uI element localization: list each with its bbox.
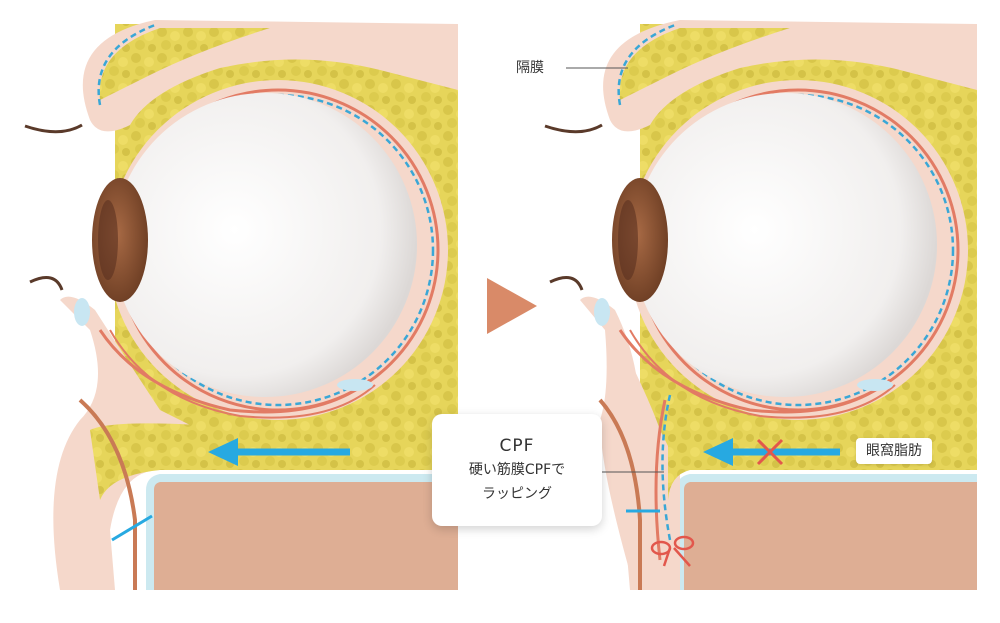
lower-eyelash bbox=[29, 276, 64, 291]
lower-retractor-2 bbox=[629, 329, 896, 419]
lower-eyelid-body bbox=[610, 320, 680, 590]
callout-title: CPF bbox=[499, 436, 535, 456]
lower-retractor bbox=[618, 329, 891, 414]
lower-gland-right bbox=[857, 379, 893, 391]
lower-gland bbox=[74, 298, 90, 326]
bone-membrane bbox=[146, 474, 458, 590]
lower-fat-pocket bbox=[90, 423, 440, 500]
cpf-advance-line bbox=[654, 399, 667, 561]
upper-eyelash bbox=[544, 123, 603, 134]
callout-line-1: 硬い筋膜CPFで bbox=[468, 462, 566, 478]
lower-gland-right bbox=[337, 379, 373, 391]
suture-bow-icon bbox=[650, 535, 695, 567]
left-panel bbox=[24, 20, 459, 590]
callout-line-2: ラッピング bbox=[482, 486, 552, 502]
orbital-fat-label: 眼窩脂肪 bbox=[856, 438, 932, 464]
lower-eyelash bbox=[549, 276, 584, 291]
septum-tick bbox=[111, 514, 153, 542]
lower-muscle-line bbox=[598, 398, 642, 590]
septum-line-upper bbox=[97, 23, 156, 106]
transition-arrow bbox=[487, 278, 537, 334]
right-panel bbox=[544, 20, 977, 590]
upper-fat-pocket bbox=[619, 28, 790, 100]
lower-retractor bbox=[98, 329, 371, 414]
fat-push-arrow-head bbox=[208, 438, 238, 466]
upper-eyelash bbox=[24, 123, 83, 134]
cpf-callout: CPF 硬い筋膜CPFで ラッピング bbox=[432, 414, 602, 526]
orbital-bone bbox=[680, 480, 977, 590]
orbital-bone bbox=[150, 480, 458, 590]
eyeball bbox=[633, 93, 937, 397]
fat-push-arrow-head bbox=[703, 438, 733, 466]
blocked-x-icon bbox=[756, 438, 784, 466]
upper-fat-pocket bbox=[99, 28, 271, 100]
septum-line-upper bbox=[617, 23, 676, 106]
lower-gland bbox=[594, 298, 610, 326]
septum-label: 隔膜 bbox=[516, 60, 544, 76]
lower-retractor-2 bbox=[109, 329, 376, 419]
pupil-highlight bbox=[98, 200, 118, 280]
cpf-wrap-line bbox=[661, 394, 672, 541]
eyeball bbox=[113, 93, 417, 397]
lower-muscle-line bbox=[78, 398, 137, 590]
pupil-highlight bbox=[618, 200, 638, 280]
